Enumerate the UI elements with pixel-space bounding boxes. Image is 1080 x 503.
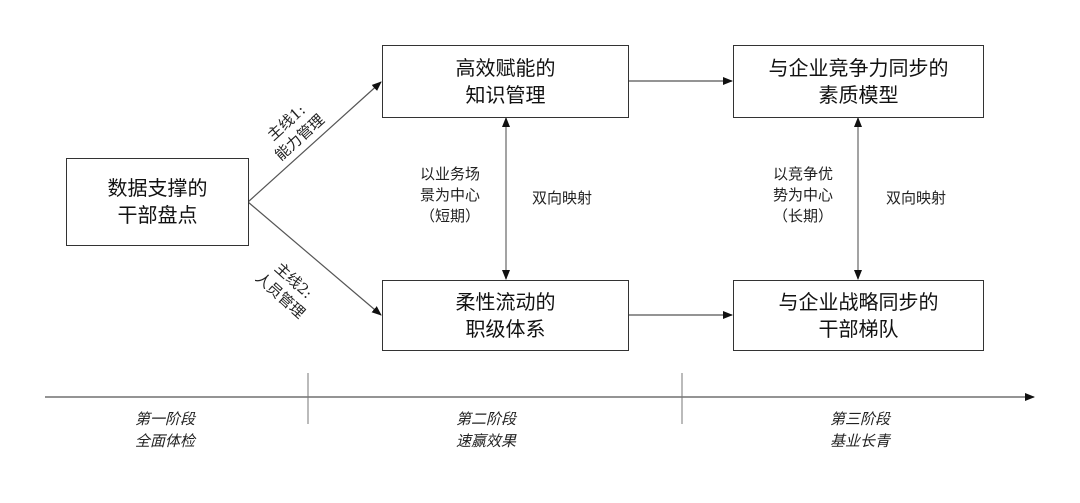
box-competency-model: 与企业竞争力同步的 素质模型 [733,45,984,118]
box-text-line1: 高效赋能的 [455,55,556,80]
label-line3: （短期） [419,207,480,225]
label-short-term-focus: 以业务场 景为中心 （短期） [405,164,495,227]
box-grade-system: 柔性流动的 职级体系 [382,280,629,351]
box-text-line1: 与企业战略同步的 [778,289,939,314]
stage-title: 第一阶段 [134,410,195,428]
stage-subtitle: 基业长青 [829,432,890,450]
label-bidirectional-mapping-2: 双向映射 [885,189,946,207]
box-knowledge-management: 高效赋能的 知识管理 [382,45,629,118]
label-line1: 以竞争优 [772,165,833,183]
box-text-line1: 与企业竞争力同步的 [768,55,949,80]
stage-subtitle: 速赢效果 [455,432,516,450]
stage-title: 第三阶段 [829,410,890,428]
label-long-term-focus: 以竞争优 势为中心 （长期） [758,164,848,227]
branch-arrow-lower [247,201,382,316]
stage-title: 第二阶段 [455,410,516,428]
box-text-line2: 职级体系 [465,316,546,341]
box-text-line2: 知识管理 [465,82,546,107]
label-line2: 景为中心 [419,186,480,204]
timeline-stage-2: 第二阶段 速赢效果 [416,408,556,452]
label-line3: （长期） [772,207,833,225]
label-line2: 势为中心 [772,186,833,204]
box-text-line2: 素质模型 [818,82,899,107]
label-bidirectional-mapping-1: 双向映射 [531,189,592,207]
box-text-line2: 干部梯队 [818,316,899,341]
branch-arrow-upper [247,81,382,203]
box-text-line1: 数据支撑的 [107,176,208,200]
timeline-stage-3: 第三阶段 基业长青 [790,408,930,452]
box-text-line1: 柔性流动的 [455,289,556,314]
stage-subtitle: 全面体检 [134,432,195,450]
label-line1: 以业务场 [419,165,480,183]
box-text-line2: 干部盘点 [117,203,198,227]
box-cadre-inventory: 数据支撑的 干部盘点 [66,158,249,246]
timeline-stage-1: 第一阶段 全面体检 [95,408,235,452]
box-cadre-pipeline: 与企业战略同步的 干部梯队 [733,280,984,351]
